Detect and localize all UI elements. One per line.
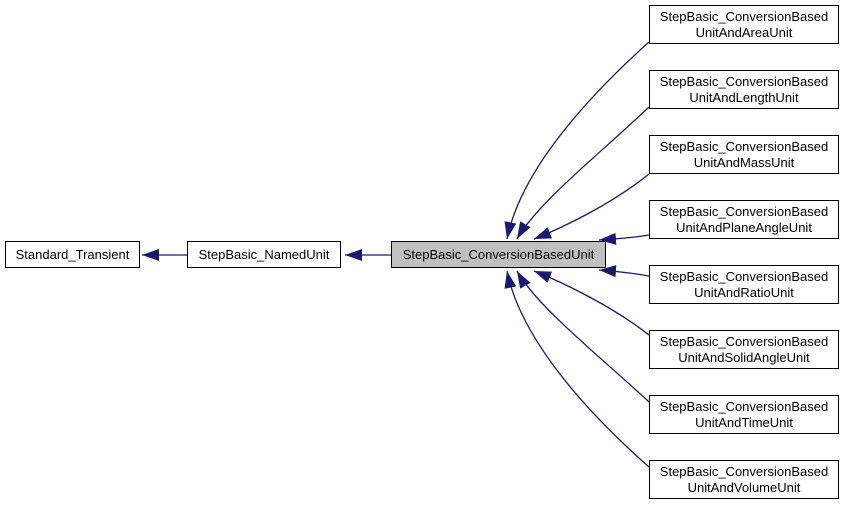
node-unit-and-area-unit[interactable]: StepBasic_ConversionBased UnitAndAreaUni… xyxy=(649,5,839,44)
edge-massunit-to-conversionbasedunit xyxy=(533,173,650,240)
node-label-line1: StepBasic_ConversionBased xyxy=(659,333,829,349)
node-label: StepBasic_ConversionBasedUnit xyxy=(402,246,595,262)
node-label-line1: StepBasic_ConversionBased xyxy=(659,463,829,479)
node-label-line2: UnitAndPlaneAngleUnit xyxy=(676,219,812,235)
edge-timeunit-to-conversionbasedunit xyxy=(516,270,650,403)
node-label-line2: UnitAndTimeUnit xyxy=(695,414,793,430)
node-unit-and-mass-unit[interactable]: StepBasic_ConversionBased UnitAndMassUni… xyxy=(649,135,839,174)
edge-lengthunit-to-conversionbasedunit xyxy=(516,106,650,240)
node-label: StepBasic_NamedUnit xyxy=(198,246,330,262)
node-label-line1: StepBasic_ConversionBased xyxy=(659,203,829,219)
node-label-line1: StepBasic_ConversionBased xyxy=(659,398,829,414)
node-label-line1: StepBasic_ConversionBased xyxy=(659,8,829,24)
node-label-line2: UnitAndAreaUnit xyxy=(695,24,793,40)
node-label-line2: UnitAndLengthUnit xyxy=(689,89,799,105)
node-label-line2: UnitAndRatioUnit xyxy=(694,284,794,300)
node-unit-and-solid-angle-unit[interactable]: StepBasic_ConversionBased UnitAndSolidAn… xyxy=(649,330,839,369)
node-label-line2: UnitAndMassUnit xyxy=(693,154,795,170)
node-label-line2: UnitAndVolumeUnit xyxy=(687,479,801,495)
node-label-line2: UnitAndSolidAngleUnit xyxy=(678,349,810,365)
node-unit-and-volume-unit[interactable]: StepBasic_ConversionBased UnitAndVolumeU… xyxy=(649,460,839,499)
edge-ratiounit-to-conversionbasedunit xyxy=(598,265,650,278)
node-label-line1: StepBasic_ConversionBased xyxy=(659,73,829,89)
node-label: Standard_Transient xyxy=(15,246,130,262)
node-stepbasic-conversionbasedunit-current: StepBasic_ConversionBasedUnit xyxy=(391,241,606,268)
node-label-line1: StepBasic_ConversionBased xyxy=(659,138,829,154)
node-unit-and-time-unit[interactable]: StepBasic_ConversionBased UnitAndTimeUni… xyxy=(649,395,839,434)
node-unit-and-plane-angle-unit[interactable]: StepBasic_ConversionBased UnitAndPlaneAn… xyxy=(649,200,839,239)
node-unit-and-length-unit[interactable]: StepBasic_ConversionBased UnitAndLengthU… xyxy=(649,70,839,109)
edge-solidangleunit-to-conversionbasedunit xyxy=(533,270,650,336)
edge-areaunit-to-conversionbasedunit xyxy=(504,41,650,240)
node-stepbasic-namedunit[interactable]: StepBasic_NamedUnit xyxy=(187,241,341,268)
node-standard-transient[interactable]: Standard_Transient xyxy=(5,241,140,268)
edge-volumeunit-to-conversionbasedunit xyxy=(504,270,650,468)
node-label-line1: StepBasic_ConversionBased xyxy=(659,268,829,284)
edge-planeangleunit-to-conversionbasedunit xyxy=(598,232,650,245)
node-unit-and-ratio-unit[interactable]: StepBasic_ConversionBased UnitAndRatioUn… xyxy=(649,265,839,304)
